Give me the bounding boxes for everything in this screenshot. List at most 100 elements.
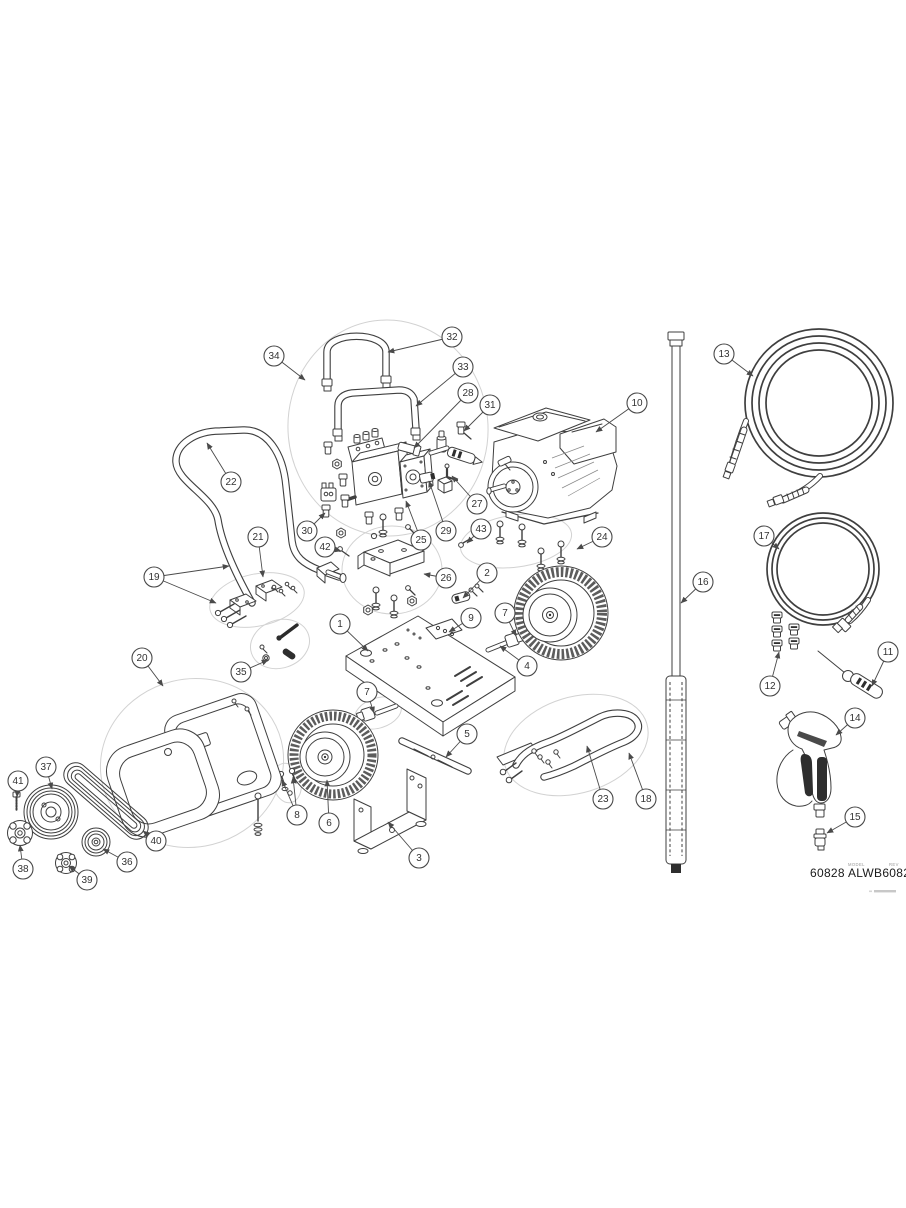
callout-35: 35 [230,659,269,683]
callout-number: 8 [294,810,300,821]
callout-number: 40 [150,836,162,847]
callout-number: 27 [471,499,483,510]
callout-number: 29 [440,526,452,537]
part-support-bracket [353,768,427,854]
part-base-plate [345,615,516,737]
callout-7: 7 [494,602,517,637]
callout-39: 39 [68,865,98,891]
callout-8: 8 [281,776,308,826]
callout-13: 13 [713,343,754,377]
part-pressure-hose [722,328,894,508]
part-wheel-left [287,709,379,801]
rev-label: REV [889,862,899,867]
callout-number: 42 [319,542,331,553]
callout-42: 42 [314,536,342,558]
callout-27: 27 [451,475,488,515]
callout-layer: 1234567789101112131415161718192021222324… [7,326,899,891]
part-pad-plate [425,618,463,640]
part-hub-large [7,820,33,846]
callout-number: 35 [235,667,247,678]
callout-number: 41 [12,776,24,787]
callout-10: 10 [595,392,648,433]
callout-number: 26 [440,573,452,584]
callout-7: 7 [356,681,378,714]
callout-number: 43 [475,524,487,535]
diagram-line-art [7,319,894,874]
callout-number: 10 [631,398,643,409]
callout-number: 20 [136,653,148,664]
part-engine [486,407,618,525]
callout-21: 21 [247,526,269,578]
part-jumper-hose [321,336,392,392]
callout-17: 17 [753,525,780,550]
callout-number: 16 [697,577,709,588]
callout-26: 26 [423,567,457,589]
callout-number: 34 [268,351,280,362]
callout-22: 22 [206,442,242,493]
callout-18: 18 [628,752,657,810]
callout-number: 22 [225,477,237,488]
callout-number: 38 [17,864,29,875]
callout-30: 30 [296,512,326,542]
callout-number: 9 [468,613,474,624]
model-label: MODEL [848,862,865,867]
callout-number: 31 [484,400,496,411]
callout-28: 28 [413,382,479,449]
callout-23: 23 [586,745,614,810]
callout-number: 15 [849,812,861,823]
callout-number: 33 [457,362,469,373]
callout-number: 4 [524,661,530,672]
callout-41: 41 [7,770,29,798]
callout-16: 16 [680,571,714,604]
callout-25: 25 [405,500,432,551]
title-block: MODEL REV 60828 ALWB60828 [810,862,906,893]
callout-34: 34 [263,345,306,381]
part-chemical-hose [766,512,880,634]
callout-number: 28 [462,388,474,399]
callout-19: 19 [143,564,230,604]
part-nozzle-cleaner-tool [817,650,883,699]
part-pulley-large [23,784,79,840]
callout-number: 12 [764,681,776,692]
callout-number: 5 [464,729,470,740]
callout-number: 11 [883,647,894,658]
callout-5: 5 [445,723,478,758]
callout-2: 2 [462,562,498,599]
callout-3: 3 [387,821,430,869]
fine-print-smudge [874,890,896,893]
callout-43: 43 [466,518,492,544]
callout-31: 31 [463,394,501,432]
callout-number: 6 [326,818,332,829]
callout-24: 24 [576,526,613,550]
part-spray-gun [776,710,842,818]
callout-20: 20 [131,647,164,687]
callout-38: 38 [12,844,34,880]
callout-9: 9 [448,607,482,633]
callout-number: 14 [849,713,861,724]
callout-6: 6 [318,779,340,834]
callout-number: 30 [301,526,313,537]
part-inlet-fitting [813,828,827,851]
callout-36: 36 [102,848,138,873]
part-drive-belt [63,762,149,840]
callout-number: 18 [640,794,652,805]
callout-32: 32 [387,326,463,354]
part-handle-end-clamp [316,561,347,584]
callout-37: 37 [35,756,57,790]
callout-number: 24 [596,532,608,543]
callout-4: 4 [499,645,538,677]
part-foot-handle [496,713,638,784]
part-spray-wand [665,331,687,873]
drawing-number: ALWB60828 [848,866,906,880]
callout-number: 3 [416,853,422,864]
part-pump-mount-bracket [357,507,425,619]
callout-number: 37 [40,762,52,773]
part-bypass-hose [332,390,421,442]
model-number: 60828 [810,866,845,880]
part-support-strip [398,737,472,775]
part-hub-small [55,852,77,874]
callout-number: 1 [337,619,343,630]
part-handle-saddle-clamps [214,579,298,629]
